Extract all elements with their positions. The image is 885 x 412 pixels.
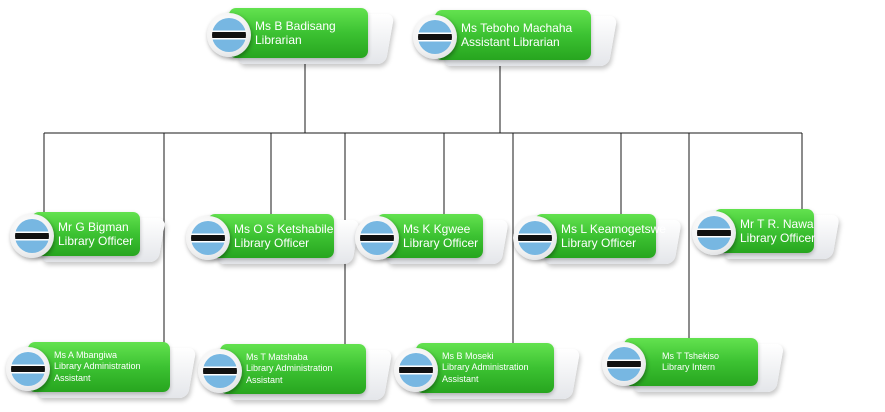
card-face	[28, 342, 170, 392]
node-mbangiwa: Ms A Mbangiwa Library Administration Ass…	[6, 342, 197, 398]
badge	[413, 15, 457, 59]
node-name: Ms T Tshekiso	[662, 350, 720, 361]
node-kgwee: Ms K Kgwee Library Officer	[355, 214, 509, 264]
node-ketshabile: Ms O S Ketshabile Library Officer	[186, 214, 360, 264]
botswana-flag-icon	[607, 347, 641, 381]
node-badisang: Ms B Badisang Librarian	[207, 8, 395, 64]
badge	[513, 216, 557, 260]
node-name: Ms T Matshaba	[246, 351, 308, 362]
card-face	[435, 10, 591, 60]
node-name: Ms K Kgwee	[403, 222, 471, 236]
node-title: Library Administration	[54, 361, 141, 372]
badge	[198, 349, 242, 393]
node-bigman: Mr G Bigman Library Officer	[10, 212, 166, 262]
node-keamogetswe: Ms L Keamogetswe Library Officer	[513, 214, 682, 264]
node-matshaba: Ms T Matshaba Library Administration Ass…	[198, 344, 393, 400]
botswana-flag-icon	[15, 219, 49, 253]
badge	[602, 342, 646, 386]
node-moseki: Ms B Moseki Library Administration Assis…	[394, 343, 581, 399]
node-title: Library Officer	[740, 231, 816, 245]
node-machaha: Ms Teboho Machaha Assistant Librarian	[413, 10, 618, 66]
botswana-flag-icon	[697, 216, 731, 250]
node-name: Ms Teboho Machaha	[461, 21, 573, 35]
node-name: Mr T R. Nawa	[740, 217, 814, 231]
node-title: Library Officer	[58, 234, 134, 248]
node-title: Library Officer	[234, 236, 310, 250]
card-face	[416, 343, 554, 393]
node-title: Librarian	[255, 33, 302, 47]
badge	[6, 347, 50, 391]
node-name: Ms B Moseki	[442, 350, 494, 361]
node-title: Library Administration	[246, 363, 333, 374]
node-title-line2: Assistant	[54, 372, 91, 383]
node-title-line2: Assistant	[442, 373, 479, 384]
node-title: Assistant Librarian	[461, 35, 560, 49]
node-name: Ms A Mbangiwa	[54, 349, 118, 360]
node-title: Library Officer	[561, 236, 637, 250]
node-name: Mr G Bigman	[58, 220, 129, 234]
botswana-flag-icon	[203, 354, 237, 388]
badge	[394, 348, 438, 392]
badge	[10, 214, 54, 258]
botswana-flag-icon	[191, 221, 225, 255]
node-name: Ms B Badisang	[255, 19, 336, 33]
badge	[186, 216, 230, 260]
node-tshekiso: Ms T Tshekiso Library Intern	[602, 338, 785, 392]
node-nawa: Mr T R. Nawa Library Officer	[692, 209, 840, 259]
botswana-flag-icon	[360, 221, 394, 255]
botswana-flag-icon	[212, 18, 246, 52]
botswana-flag-icon	[418, 20, 452, 54]
botswana-flag-icon	[399, 353, 433, 387]
botswana-flag-icon	[518, 221, 552, 255]
node-title: Library Intern	[662, 362, 716, 372]
node-title: Library Officer	[403, 236, 479, 250]
node-name: Ms L Keamogetswe	[561, 222, 666, 236]
badge	[692, 211, 736, 255]
card-face	[229, 8, 368, 58]
node-title-line2: Assistant	[246, 374, 283, 385]
botswana-flag-icon	[11, 352, 45, 386]
node-name: Ms O S Ketshabile	[234, 222, 334, 236]
card-face	[624, 338, 758, 386]
badge	[355, 216, 399, 260]
badge	[207, 13, 251, 57]
node-title: Library Administration	[442, 362, 529, 373]
card-face	[220, 344, 366, 394]
